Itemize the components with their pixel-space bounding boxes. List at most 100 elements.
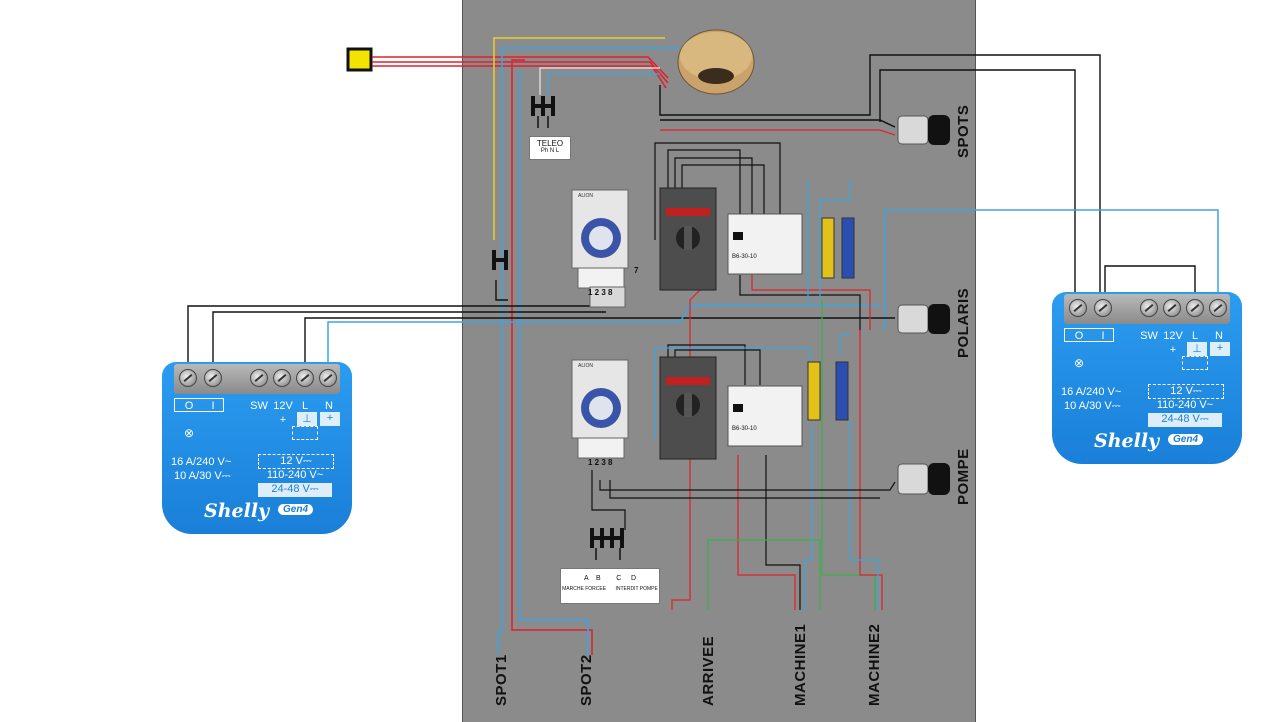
shelly-right-logo: Shelly [1094, 430, 1160, 452]
black-wire-cont1-d [654, 142, 781, 240]
shelly-right-v12: 12 V⎓ [1148, 384, 1224, 399]
shelly-right-term-n: N [1215, 330, 1223, 342]
blue-wire-c2-b [839, 334, 850, 355]
black-wire-pompe-2 [609, 480, 880, 499]
shelly-left-term-n: N [325, 400, 333, 412]
label-machine1: MACHINE1 [792, 623, 809, 706]
shelly-left-screw-i [204, 369, 222, 387]
shelly-left-lamp-icon: ⊗ [183, 426, 195, 440]
label-spot1: SPOT1 [493, 654, 510, 706]
shelly-left-logo: Shelly [204, 500, 270, 522]
label-polaris: POLARIS [955, 287, 972, 358]
abcd-captions: MARCHE FORCEE INTERDIT POMPE [561, 586, 659, 592]
shelly-right-module: O I SW 12V L N + ⊥ + ⊗ 16 A/240 V~ 10 A/… [1052, 292, 1242, 464]
abcd-letters: A B C D [583, 575, 637, 582]
motor-breaker-2 [659, 356, 717, 460]
shelly-left-v110: 110-240 V~ [266, 469, 324, 481]
red-wire-spot2 [511, 59, 593, 655]
switch-symbol-abcd [590, 528, 624, 560]
red-wire-spots [660, 129, 896, 136]
red-wire-c1-bottom [751, 275, 871, 330]
label-machine2: MACHINE2 [866, 623, 883, 706]
cable-gland-polaris [897, 304, 950, 334]
red-wire-machine1 [737, 455, 796, 610]
cable-gland-pompe [897, 463, 950, 495]
switch-symbol-teleo [531, 96, 555, 128]
terminal-yellow-2 [807, 361, 821, 421]
shelly-right-term-o: O [1074, 330, 1084, 342]
blue-wire-c2-a [654, 347, 811, 440]
switch-symbol-h [492, 250, 508, 270]
shelly-right-term-12v: 12V [1163, 330, 1183, 342]
terminal-blue-1 [841, 217, 855, 279]
black-wire-h [495, 280, 508, 301]
label-spots: SPOTS [955, 104, 972, 158]
black-wire-c2-a [667, 344, 746, 385]
red-wire-machine2-b [859, 330, 883, 610]
red-wire-feed [372, 56, 669, 79]
shelly-left-box-top [174, 398, 224, 412]
blue-wire-right-shelly [884, 209, 1219, 330]
shelly-left-box-mid [292, 426, 318, 440]
blue-wire-teleo [547, 73, 660, 95]
shelly-left-screw-12v [273, 369, 291, 387]
shelly-left-term-o: O [184, 400, 194, 412]
terminal-blue-2 [835, 361, 849, 421]
blue-wire-left-shelly-n [327, 304, 880, 372]
shelly-left-v24: 24-48 V⎓ [258, 483, 332, 497]
timer-module-2 [571, 359, 629, 459]
timer-module-1 [571, 189, 629, 308]
shelly-right-term-sw: SW [1140, 330, 1158, 342]
shelly-left-plus-1: + [279, 414, 287, 426]
blue-wire-spot2 [519, 70, 589, 655]
black-wire-spots-1 [660, 119, 896, 128]
shelly-left-term-i: I [211, 400, 215, 412]
shelly-right-box-mid [1182, 356, 1208, 370]
shelly-right-screw-sw [1140, 299, 1158, 317]
shelly-left-term-12v: 12V [273, 400, 293, 412]
shelly-right-screw-12v [1163, 299, 1181, 317]
shelly-right-rating-2: 10 A/30 V⎓ [1064, 400, 1121, 412]
blue-wire-machine2 [849, 420, 879, 610]
label-pompe: POMPE [955, 448, 972, 505]
black-wire-timer2 [591, 470, 626, 530]
teleo-sub: Ph N L [540, 148, 560, 154]
black-wire-spots-2 [659, 54, 1101, 300]
cable-gland-spots [897, 115, 950, 145]
shelly-left-plus-2: + [320, 412, 340, 426]
shelly-right-term-i: I [1101, 330, 1105, 342]
shelly-left-term-l: L [301, 400, 309, 412]
black-wire-cont1-c [681, 164, 765, 215]
black-wire-c1-bottom [739, 275, 861, 330]
timer-1-brand: ALION [578, 193, 594, 199]
shelly-right-plus-1: + [1169, 344, 1177, 356]
yellow-junction-box [346, 47, 373, 72]
yellow-wire-spot1 [493, 37, 665, 240]
shelly-left-ground: ⊥ [297, 412, 317, 426]
timer-1-terminals: 1 2 3 8 [588, 288, 613, 297]
shelly-right-screw-n [1209, 299, 1227, 317]
teleo-title: TELEO [536, 139, 564, 148]
blue-wire-spot1 [497, 47, 680, 655]
contactor-2-label: B6-30-10 [732, 426, 757, 432]
shelly-left-screw-n [319, 369, 337, 387]
contactor-1-label: B6-30-10 [732, 254, 757, 260]
abcd-right-caption: INTERDIT POMPE [615, 586, 658, 592]
motor-breaker-1 [659, 187, 717, 291]
shelly-left-rating-1: 16 A/240 V~ [171, 456, 232, 468]
timer-2-brand: ALION [578, 363, 594, 369]
shelly-right-screw-i [1094, 299, 1112, 317]
red-wire-machine2 [671, 360, 691, 610]
red-wire-feed-3 [372, 65, 667, 89]
label-arrivee: ARRIVEE [700, 635, 717, 706]
shelly-left-screw-sw [250, 369, 268, 387]
contactor-1 [727, 213, 803, 275]
white-wire-teleo [539, 67, 660, 95]
black-wire-right-shelly-l [1104, 265, 1196, 300]
shelly-left-gen: Gen4 [278, 504, 314, 515]
shelly-right-term-l: L [1191, 330, 1199, 342]
abcd-left-caption: MARCHE FORCEE [562, 586, 607, 592]
shelly-left-screw-o [179, 369, 197, 387]
black-wire-left-shelly-l [304, 317, 895, 372]
shelly-right-rating-1: 16 A/240 V~ [1061, 386, 1122, 398]
